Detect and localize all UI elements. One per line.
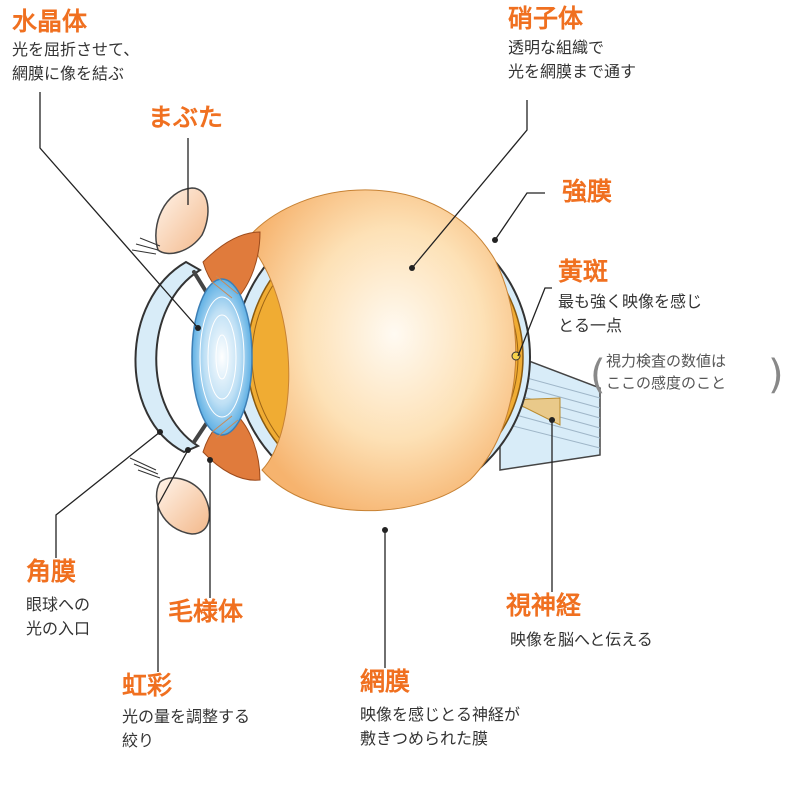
eyelid-title: まぶた — [148, 104, 223, 132]
note-open-paren: ( — [590, 355, 606, 395]
iris-desc: 光の量を調整する 絞り — [122, 705, 250, 753]
retina-desc: 映像を感じとる神経が 敷きつめられた膜 — [360, 703, 520, 751]
lens-shape — [192, 279, 252, 435]
macula-title: 黄斑 — [558, 258, 608, 286]
lens-desc: 光を屈折させて、 網膜に像を結ぶ — [12, 38, 139, 86]
cornea-desc: 眼球への 光の入口 — [26, 593, 90, 641]
ciliary-title: 毛様体 — [168, 598, 243, 626]
optic-desc: 映像を脳へと伝える — [510, 628, 653, 652]
cornea-shape — [135, 262, 200, 452]
cornea-title: 角膜 — [26, 558, 76, 586]
vitreous-title: 硝子体 — [508, 5, 583, 33]
vitreous-desc: 透明な組織で 光を網膜まで通す — [508, 36, 636, 84]
sclera-title: 強膜 — [562, 178, 612, 206]
macula-note: 視力検査の数値は ここの感度のこと — [606, 350, 726, 394]
macula-desc: 最も強く映像を感じ とる一点 — [558, 290, 702, 338]
optic-title: 視神経 — [506, 592, 581, 620]
lens-title: 水晶体 — [12, 8, 87, 36]
note-close-paren: ) — [768, 355, 784, 395]
iris-title: 虹彩 — [122, 672, 172, 700]
retina-title: 網膜 — [360, 668, 410, 696]
